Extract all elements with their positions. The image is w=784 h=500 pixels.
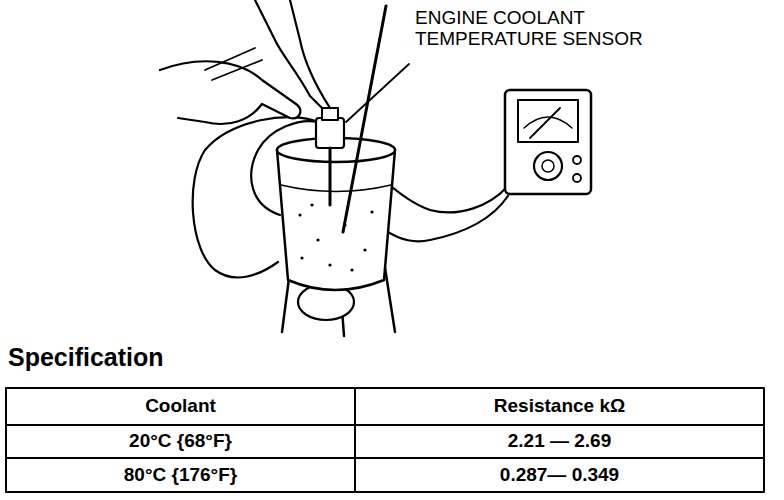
table-header: Coolant xyxy=(7,389,354,424)
meter-jack xyxy=(573,156,581,164)
table-cell: 2.21 — 2.69 xyxy=(356,426,763,457)
sensor-connector xyxy=(322,108,338,120)
table-heading: Specification xyxy=(8,344,164,372)
meter-knob xyxy=(534,152,562,180)
table-rule xyxy=(6,457,764,459)
water-bubbles xyxy=(298,203,373,271)
table-cell: 80°C {176°F} xyxy=(7,459,354,491)
table-rule xyxy=(354,388,356,492)
water-level xyxy=(281,185,391,192)
hand-fingers xyxy=(205,48,262,80)
leader-line xyxy=(346,64,409,122)
hand-upper xyxy=(290,0,330,108)
meter-knob xyxy=(542,160,554,172)
ohmmeter xyxy=(505,90,591,194)
meter-scale xyxy=(524,117,572,128)
beaker xyxy=(277,150,395,290)
meter-window xyxy=(518,100,578,142)
table-cell: 20°C {68°F} xyxy=(7,426,354,457)
coolant-temperature-sensor xyxy=(316,118,344,148)
hand xyxy=(160,61,300,124)
table-rule xyxy=(6,424,764,426)
table-header: Resistance kΩ xyxy=(356,389,763,424)
table-cell: 0.287— 0.349 xyxy=(356,459,763,491)
sensor-probe xyxy=(329,148,332,205)
meter-needle xyxy=(530,108,560,138)
part-label: ENGINE COOLANT TEMPERATURE SENSOR xyxy=(415,8,655,50)
hand-upper xyxy=(255,0,322,108)
meter-jack xyxy=(573,174,581,182)
spec-table-border xyxy=(6,388,764,492)
